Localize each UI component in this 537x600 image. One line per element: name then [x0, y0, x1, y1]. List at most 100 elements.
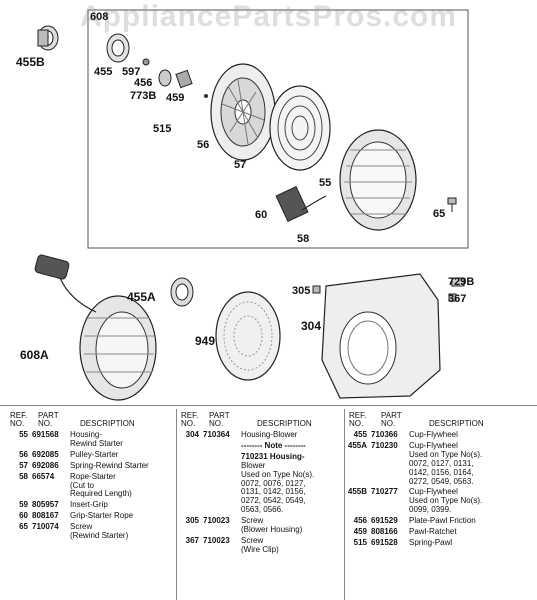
callout-60: 60	[255, 209, 268, 221]
description-line: Used on Type No(s).	[409, 496, 483, 506]
part-description: Insert-Grip	[70, 500, 174, 510]
table-row: 456 691529 Plate-Pawl Friction	[345, 516, 536, 526]
table-header: REF. NO. PART NO. DESCRIPTION	[177, 409, 343, 431]
description-line: Cup-Flywheel	[409, 440, 458, 450]
description-line: Required Length)	[70, 489, 132, 499]
ref-number: 304	[185, 430, 199, 439]
part-455-cup	[106, 33, 130, 63]
part-description: Spring-Rewind Starter	[70, 460, 174, 471]
header-ref: REF.	[181, 411, 199, 420]
description-line: Blower	[241, 460, 266, 470]
header-part: PART	[209, 411, 230, 420]
callout-949: 949	[195, 334, 216, 348]
part-lower-screws	[312, 277, 465, 302]
part-57-spring	[269, 85, 331, 171]
description-line: 0131, 0142, 0156,	[241, 487, 306, 497]
description-line: Housing-	[70, 430, 103, 439]
description-line: Housing-Blower	[241, 430, 298, 439]
description-line: (Blower Housing)	[241, 525, 303, 535]
part-number: 808167	[32, 511, 59, 521]
ref-number: 58	[19, 471, 28, 481]
description-line: Screw	[241, 535, 264, 545]
part-small-hardware	[142, 58, 208, 98]
callout-367: 367	[448, 293, 467, 305]
part-number: 710023	[203, 516, 230, 526]
table-header: REF. NO. PART NO. DESCRIPTION	[345, 409, 536, 431]
table-top-rule	[0, 405, 537, 406]
callout-65: 65	[433, 208, 446, 220]
part-number: 710277	[371, 487, 398, 497]
callout-57: 57	[234, 159, 247, 171]
ref-number: 455A	[347, 440, 367, 450]
part-number: 691568	[32, 430, 59, 439]
watermark: AppliancePartsPros.com	[79, 0, 458, 33]
ref-number: 456	[353, 516, 367, 526]
callout-455: 455	[94, 66, 113, 78]
callout-58: 58	[297, 233, 310, 245]
part-60-grip-and-rope	[275, 185, 327, 223]
header-part: PART	[381, 411, 402, 420]
callout-773B: 773B	[130, 90, 157, 102]
part-number: 692086	[32, 460, 59, 470]
ref-number: 459	[353, 527, 367, 537]
part-949-screen	[215, 291, 281, 381]
part-number: 710230	[371, 440, 398, 450]
description-line: Rope-Starter	[70, 471, 116, 481]
header-ref: REF.	[10, 411, 28, 420]
part-description: Pawl-Ratchet	[409, 527, 536, 537]
part-455A-cup	[170, 277, 194, 307]
part-number	[203, 453, 241, 515]
callout-597: 597	[122, 66, 141, 78]
description-line: 0072, 0127, 0131,	[409, 458, 474, 468]
description-line: Spring-Pawl	[409, 537, 453, 547]
part-304-blower-housing	[321, 273, 441, 399]
part-55-housing	[339, 129, 417, 231]
callout-305: 305	[292, 285, 311, 297]
callout-729B: 729B	[448, 276, 475, 288]
description-line: Spring-Rewind Starter	[70, 460, 149, 470]
part-description: Screw(Wire Clip)	[241, 535, 343, 555]
description-line: 0272, 0542, 0549,	[241, 496, 306, 506]
description-line: (Wire Clip)	[241, 544, 279, 554]
table-row: -------- Note --------	[177, 441, 343, 451]
callout-56: 56	[197, 139, 210, 151]
description-line: Screw	[241, 516, 264, 526]
part-number: 710074	[32, 522, 59, 532]
part-description: Plate-Pawl Friction	[409, 516, 536, 526]
description-line: Pulley-Starter	[70, 449, 119, 459]
exploded-parts-diagram: AppliancePartsPros.com 608 455B 455 597 …	[16, 0, 475, 401]
description-line: (Cut to	[70, 480, 95, 490]
header-description: DESCRIPTION	[429, 419, 484, 428]
description-line: 0072, 0076, 0127,	[241, 478, 306, 488]
part-number: 691529	[371, 516, 398, 526]
part-608A-rewind-starter	[34, 254, 157, 401]
part-number	[203, 442, 241, 451]
ref-number	[177, 442, 203, 451]
part-number: 808166	[371, 527, 398, 537]
callout-608: 608	[90, 11, 109, 23]
description-line: Cup-Flywheel	[409, 487, 458, 497]
diagram-drawing	[34, 9, 469, 401]
ref-number: 60	[19, 511, 28, 521]
callout-459: 459	[166, 92, 185, 104]
part-description: -------- Note --------	[241, 441, 343, 451]
callout-456: 456	[134, 77, 153, 89]
callout-304: 304	[301, 319, 322, 333]
header-ref-no: NO.	[181, 419, 196, 428]
description-line: Pawl-Ratchet	[409, 527, 457, 537]
